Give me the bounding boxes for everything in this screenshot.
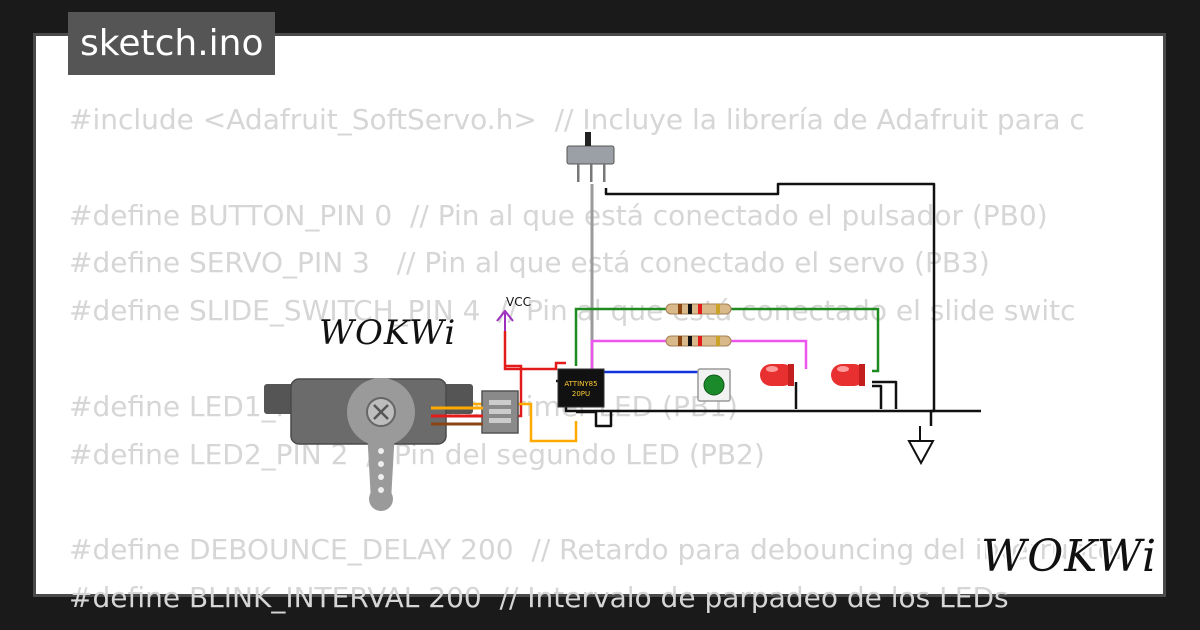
red-wire <box>503 331 566 371</box>
ground-symbol <box>907 426 935 466</box>
preview-card: #include <Adafruit_SoftServo.h> // Inclu… <box>33 33 1166 614</box>
resistor-2[interactable] <box>665 335 732 347</box>
code-line: #define BLINK_INTERVAL 200 // Intervalo … <box>69 580 1009 614</box>
black-wires <box>556 182 981 428</box>
code-line: #define LED2_PIN 2 // Pin del segundo LE… <box>69 437 765 471</box>
code-line: #define DEBOUNCE_DELAY 200 // Retardo pa… <box>69 533 1127 567</box>
slide-switch[interactable] <box>566 132 615 182</box>
wokwi-logo-small: WOKWi <box>319 313 456 353</box>
vcc-arrow-icon <box>496 309 514 331</box>
servo-connector[interactable] <box>481 390 519 434</box>
led-1[interactable] <box>760 364 794 386</box>
code-line: #define BUTTON_PIN 0 // Pin al que está … <box>69 198 1048 232</box>
servo-motor[interactable] <box>264 378 483 511</box>
wokwi-logo-large: WOKWi <box>981 531 1157 582</box>
chip-label: ATTINY85 <box>564 380 597 388</box>
chip-label-2: 20PU <box>572 390 590 398</box>
blue-wire <box>602 370 708 380</box>
green-wires <box>574 307 880 373</box>
circuit-diagram: VCC <box>264 132 1158 584</box>
led-2[interactable] <box>831 364 865 386</box>
file-tab[interactable]: sketch.ino <box>68 12 276 75</box>
magenta-wire <box>590 339 808 371</box>
attiny85-chip[interactable]: ATTINY85 20PU <box>557 368 605 408</box>
code-line: #include <Adafruit_SoftServo.h> // Inclu… <box>69 103 1085 136</box>
push-button[interactable] <box>697 368 731 402</box>
vcc-label: VCC <box>506 295 531 309</box>
resistor-1[interactable] <box>665 303 732 315</box>
code-line: #define SERVO_PIN 3 // Pin al que está c… <box>69 246 990 280</box>
